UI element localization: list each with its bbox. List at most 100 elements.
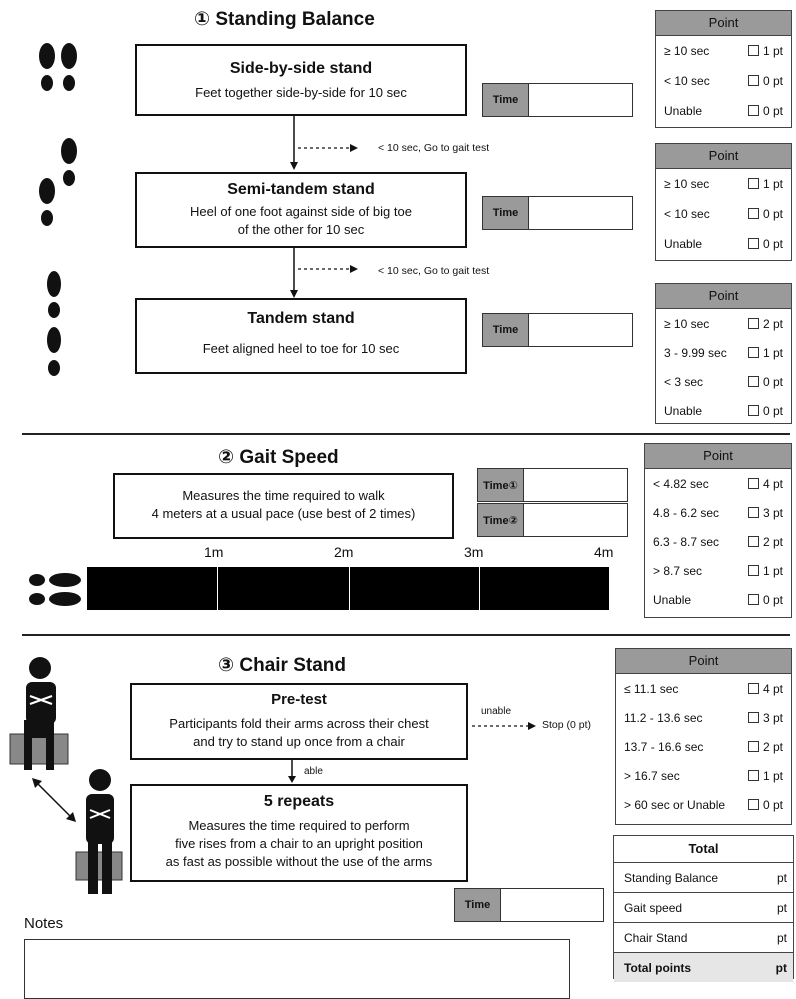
checkbox-icon[interactable] [747, 105, 759, 116]
point-header: Point [616, 649, 791, 674]
five-repeats-title: 5 repeats [263, 793, 335, 810]
time-label: Time [483, 84, 529, 116]
side-by-side-desc: Feet together side-by-side for 10 sec [195, 85, 407, 100]
semi-tandem-stand-box: Semi-tandem stand Heel of one foot again… [135, 172, 467, 248]
checkbox-icon[interactable] [747, 564, 759, 576]
notes-label: Notes [24, 915, 64, 932]
checkbox-icon[interactable] [747, 740, 759, 752]
notes-field[interactable] [24, 939, 570, 999]
pretest-desc-1: Participants fold their arms across thei… [169, 716, 429, 731]
checkbox-icon[interactable] [747, 535, 759, 547]
double-arrow-icon [32, 778, 76, 822]
time-label: Time [455, 889, 501, 921]
time-input-gait-1[interactable]: Time① [477, 468, 628, 502]
checkbox-icon[interactable] [747, 404, 759, 416]
tandem-title: Tandem stand [247, 310, 355, 327]
time-input-semi-tandem[interactable]: Time [482, 196, 633, 230]
point-header: Point [656, 11, 791, 36]
gait-desc-1: Measures the time required to walk [182, 488, 385, 503]
section-title-gait-speed: ② Gait Speed [218, 447, 339, 468]
checkbox-icon[interactable] [747, 178, 759, 189]
goto-gait-note-2: < 10 sec, Go to gait test [378, 265, 490, 277]
total-header: Total [614, 836, 793, 863]
able-label: able [304, 766, 323, 777]
footprints-side-by-side-icon [39, 43, 77, 91]
section-divider [22, 634, 790, 636]
time-input-side-by-side[interactable]: Time [482, 83, 633, 117]
arrow-down-connector [290, 248, 358, 298]
checkbox-icon[interactable] [747, 375, 759, 387]
point-header: Point [656, 144, 791, 169]
standing-person-icon [75, 769, 123, 894]
checkbox-icon[interactable] [747, 75, 759, 86]
marker-1m: 1m [204, 544, 224, 560]
five-repeats-box: 5 repeats Measures the time required to … [130, 784, 468, 882]
section-divider [22, 433, 790, 435]
checkbox-icon[interactable] [747, 45, 759, 56]
footprints-tandem-icon [47, 271, 61, 376]
checkbox-icon[interactable] [747, 208, 759, 219]
checkbox-icon[interactable] [747, 798, 759, 810]
checkbox-icon[interactable] [747, 593, 759, 605]
side-by-side-title: Side-by-side stand [229, 60, 373, 77]
time-input-chair[interactable]: Time [454, 888, 604, 922]
footprints-start-icon [29, 573, 81, 606]
stop-label: Stop (0 pt) [542, 719, 592, 731]
checkbox-icon[interactable] [747, 238, 759, 249]
checkbox-icon[interactable] [747, 317, 759, 329]
footprints-semi-tandem-icon [39, 138, 77, 226]
pretest-title: Pre-test [271, 691, 327, 708]
seated-person-icon [9, 657, 69, 770]
time1-label: Time① [478, 469, 524, 501]
checkbox-icon[interactable] [747, 769, 759, 781]
checkbox-icon[interactable] [747, 477, 759, 489]
checkbox-icon[interactable] [747, 346, 759, 358]
time-label: Time [483, 314, 529, 346]
tandem-stand-box: Tandem stand Feet aligned heel to toe fo… [135, 298, 467, 374]
time2-label: Time② [478, 504, 524, 536]
pretest-box: Pre-test Participants fold their arms ac… [130, 683, 468, 760]
semi-tandem-desc-1: Heel of one foot against side of big toe [190, 204, 412, 219]
gait-desc-2: 4 meters at a usual pace (use best of 2 … [151, 506, 416, 521]
marker-2m: 2m [334, 544, 354, 560]
section-title-chair-stand: ③ Chair Stand [218, 655, 346, 676]
checkbox-icon[interactable] [747, 711, 759, 723]
checkbox-icon[interactable] [747, 506, 759, 518]
point-header: Point [656, 284, 791, 309]
checkbox-icon[interactable] [747, 682, 759, 694]
time-input-gait-2[interactable]: Time② [477, 503, 628, 537]
time-input-tandem[interactable]: Time [482, 313, 633, 347]
arrow-right-unable [472, 722, 536, 730]
walking-track [87, 567, 609, 610]
unable-label: unable [481, 706, 512, 717]
